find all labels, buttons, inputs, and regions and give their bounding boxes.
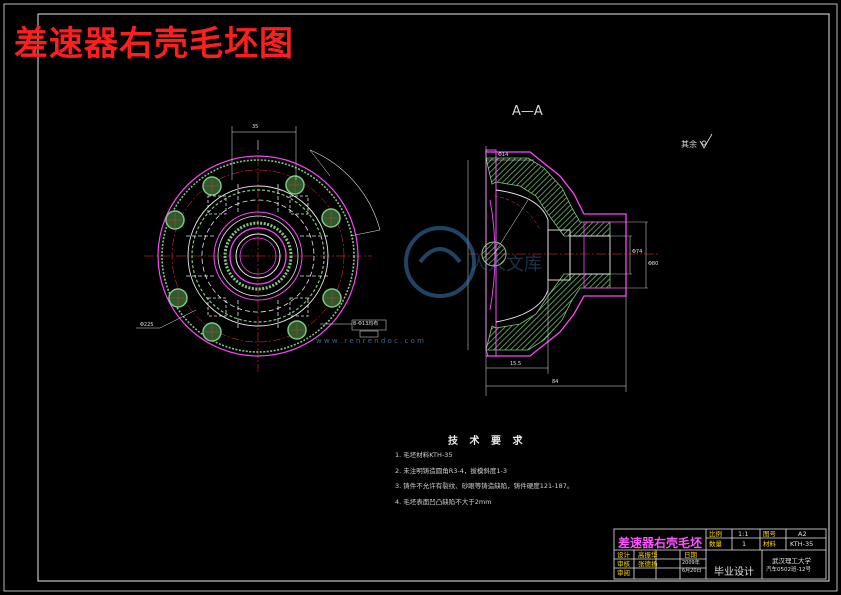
tb-scale-label: 比例	[709, 530, 722, 538]
watermark-text: 人人文库	[470, 254, 542, 275]
tb-sheet-label: 图号	[763, 530, 776, 538]
dim-sec-top: Φ14	[498, 152, 509, 158]
tb-check-name: 张德扬	[638, 560, 658, 568]
tb-scale-value: 1:1	[738, 530, 749, 538]
sheet-outer-border	[3, 3, 838, 592]
tb-school: 武汉理工大学	[772, 557, 811, 565]
tech-requirement-item: 3. 铸件不允许有裂纹、砂眼等铸造缺陷，铸件硬度121-187。	[395, 482, 574, 490]
dim-sec-right-2: Φ80	[648, 261, 659, 267]
dim-flange-dia: Φ225	[140, 322, 154, 328]
tb-date-value-2: 6月20日	[682, 568, 702, 574]
tb-date-value-1: 2009年	[682, 560, 700, 566]
tb-class: 汽车0502班-12号	[766, 567, 811, 573]
drawing-title: 差速器右壳毛坯图	[14, 24, 294, 64]
tb-material-label: 材料	[763, 540, 776, 548]
tb-graduation-label: 毕业设计	[714, 567, 754, 578]
dim-sec-right-1: Φ74	[632, 249, 643, 255]
tech-requirement-item: 2. 未注明铸造圆角R3-4，拔模斜度1-3	[395, 466, 508, 475]
dim-sec-bottom-1: 15.5	[510, 361, 522, 367]
watermark-url: w w w . r e n r e n d o c . c o m	[316, 337, 424, 345]
dim-top: 35	[252, 124, 259, 130]
section-label: A—A	[512, 104, 543, 119]
roughness-symbol	[699, 133, 713, 149]
section-view	[467, 146, 660, 396]
tb-material-value: KTH-35	[790, 540, 814, 548]
title-block-grid	[613, 528, 827, 580]
tb-sheet-value: A2	[798, 530, 807, 538]
sheet-inner-border	[37, 13, 830, 582]
watermark-logo	[404, 226, 476, 298]
tb-date-label: 日期	[684, 551, 697, 559]
title-block-part-name: 差速器右壳毛坯	[618, 536, 703, 550]
tech-requirements-list: 1. 毛坯材料KTH-35 2. 未注明铸造圆角R3-4，拔模斜度1-3 3. …	[395, 452, 573, 514]
dim-sec-bottom-2: 84	[552, 379, 559, 385]
dim-hole-callout: 8-Φ13均布	[353, 321, 379, 327]
tb-approve-label: 审阅	[617, 569, 630, 577]
tb-qty-value: 1	[742, 540, 747, 548]
tech-requirements-heading: 技 术 要 求	[448, 436, 527, 447]
tb-design-name: 高振华	[638, 551, 658, 559]
roughness-note: 其余	[681, 140, 697, 149]
tb-qty-label: 数量	[709, 540, 722, 548]
tech-requirement-item: 4. 毛坯表面凹凸缺陷不大于2mm	[395, 497, 492, 506]
tb-check-label: 审核	[617, 560, 630, 568]
front-view	[136, 126, 387, 372]
tech-requirement-item: 1. 毛坯材料KTH-35	[395, 451, 453, 459]
tb-design-label: 设计	[617, 551, 630, 559]
